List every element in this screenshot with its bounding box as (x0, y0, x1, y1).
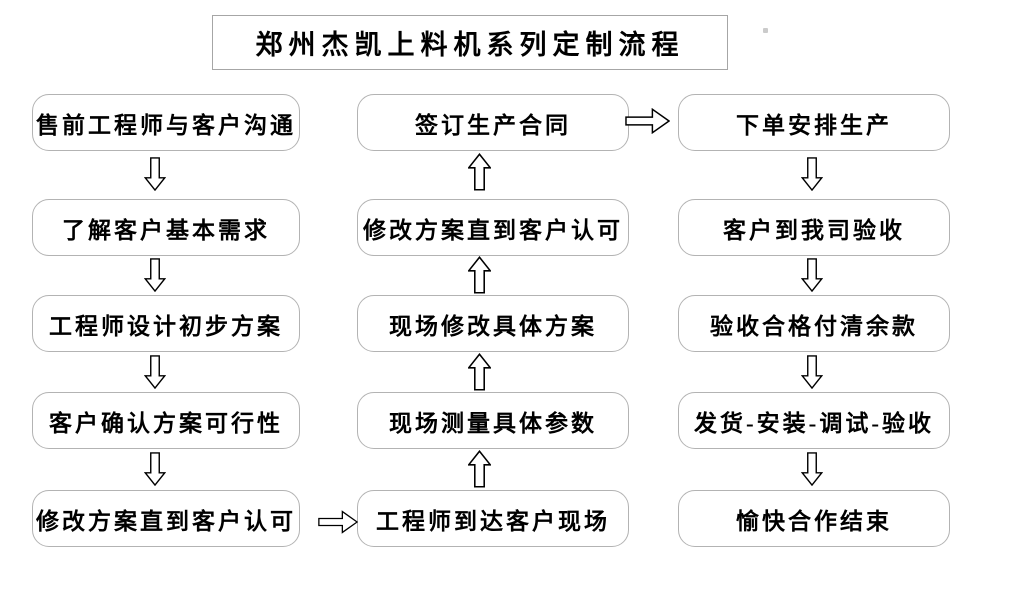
flow-node-left-2: 了解客户基本需求 (32, 199, 300, 256)
flow-node-label: 修改方案直到客户认可 (36, 508, 296, 534)
flow-node-middle-2: 修改方案直到客户认可 (357, 199, 629, 256)
arrow-up-icon (468, 153, 491, 191)
flow-node-label: 发货-安装-调试-验收 (694, 410, 934, 436)
flow-node-label: 签订生产合同 (415, 112, 571, 138)
arrow-down-icon (801, 157, 823, 191)
arrow-down-icon (144, 157, 166, 191)
arrow-right-icon (625, 108, 670, 134)
flow-node-label: 工程师到达客户现场 (376, 508, 610, 534)
flow-node-label: 现场修改具体方案 (389, 313, 597, 339)
flow-node-right-3: 验收合格付清余款 (678, 295, 950, 352)
arrow-down-icon (801, 452, 823, 486)
flow-node-label: 客户确认方案可行性 (49, 410, 283, 436)
flow-node-right-2: 客户到我司验收 (678, 199, 950, 256)
flow-node-middle-3: 现场修改具体方案 (357, 295, 629, 352)
flow-node-label: 修改方案直到客户认可 (363, 217, 623, 243)
flow-node-label: 验收合格付清余款 (710, 313, 918, 339)
flow-node-label: 售前工程师与客户沟通 (36, 112, 296, 138)
flow-node-middle-1: 签订生产合同 (357, 94, 629, 151)
title-box: 郑州杰凯上料机系列定制流程 (212, 15, 728, 70)
flow-node-label: 了解客户基本需求 (62, 217, 270, 243)
stray-dot (763, 28, 768, 33)
arrow-up-icon (468, 256, 491, 294)
arrow-down-icon (144, 452, 166, 486)
arrow-down-icon (144, 355, 166, 389)
flow-node-label: 工程师设计初步方案 (49, 313, 283, 339)
arrow-up-icon (468, 450, 491, 488)
flow-node-right-1: 下单安排生产 (678, 94, 950, 151)
arrow-down-icon (801, 355, 823, 389)
flow-node-middle-4: 现场测量具体参数 (357, 392, 629, 449)
flow-node-label: 愉快合作结束 (736, 508, 892, 534)
flow-node-right-5: 愉快合作结束 (678, 490, 950, 547)
flow-node-left-5: 修改方案直到客户认可 (32, 490, 300, 547)
arrow-down-icon (144, 258, 166, 292)
flow-node-middle-5: 工程师到达客户现场 (357, 490, 629, 547)
flow-node-label: 现场测量具体参数 (389, 410, 597, 436)
page-title: 郑州杰凯上料机系列定制流程 (255, 30, 685, 60)
arrow-down-icon (801, 258, 823, 292)
flow-node-left-1: 售前工程师与客户沟通 (32, 94, 300, 151)
flow-node-left-4: 客户确认方案可行性 (32, 392, 300, 449)
arrow-up-icon (468, 353, 491, 391)
flow-node-label: 下单安排生产 (736, 112, 892, 138)
flow-node-label: 客户到我司验收 (723, 217, 905, 243)
arrow-right-icon (318, 510, 358, 534)
flow-node-right-4: 发货-安装-调试-验收 (678, 392, 950, 449)
flow-node-left-3: 工程师设计初步方案 (32, 295, 300, 352)
